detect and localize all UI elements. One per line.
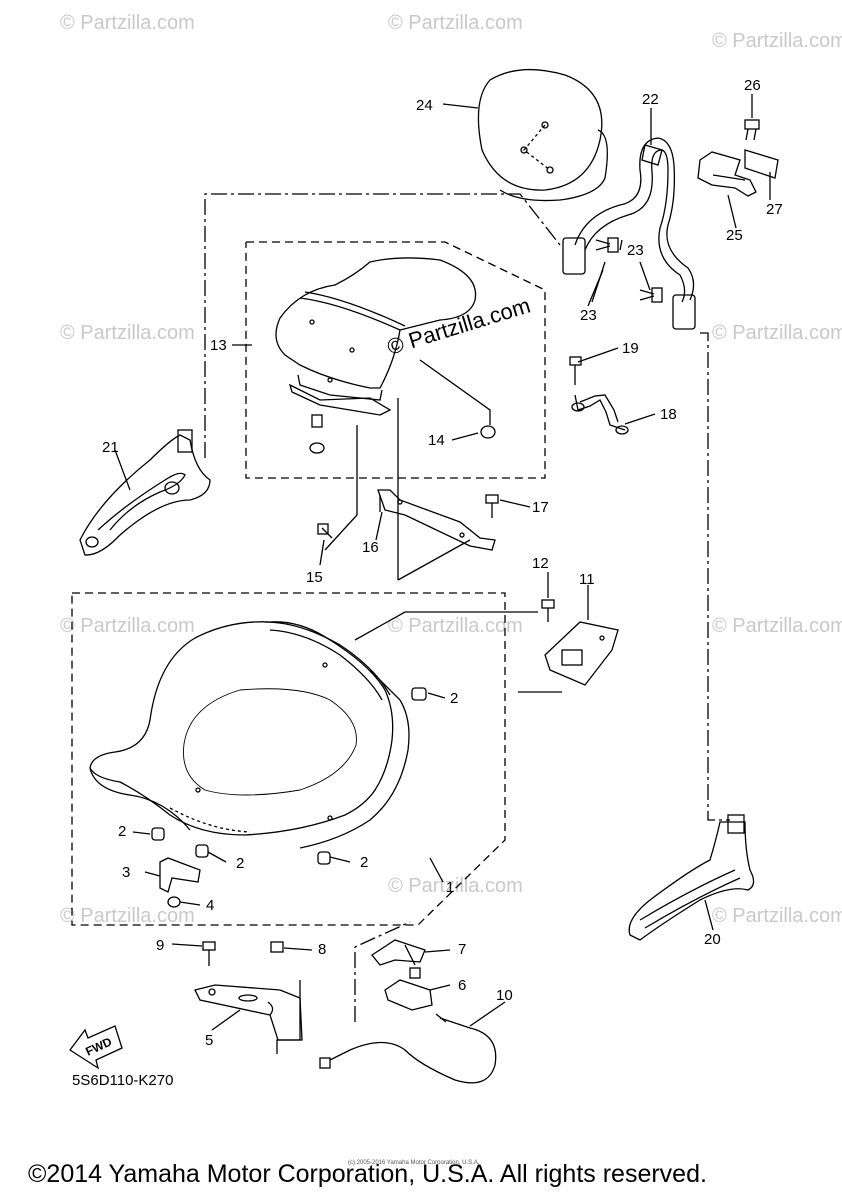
callout-label: 19: [622, 340, 639, 357]
bracket-18: [571, 394, 629, 435]
latch-7: [371, 939, 426, 966]
plate-5: [194, 984, 303, 1041]
bolt-15: [317, 523, 333, 539]
watermark-text: © Partzilla.com: [388, 615, 523, 637]
callout-label: 26: [744, 77, 761, 94]
leader-line: [204, 193, 561, 458]
callout-label: 1: [446, 879, 454, 896]
bolt-12: [541, 599, 555, 622]
watermark-text: © Partzilla.com: [712, 30, 842, 52]
bolt-17: [485, 494, 499, 518]
bolt-23a: [595, 237, 619, 253]
callout-label: 18: [660, 406, 677, 423]
bolt-26: [744, 119, 760, 141]
callout-label: 13: [210, 337, 227, 354]
callout-label: 24: [416, 97, 433, 114]
callout-label: 5: [205, 1032, 213, 1049]
bolt-9: [202, 941, 216, 966]
callout-label: 6: [458, 977, 466, 994]
lock-6: [384, 967, 433, 1011]
callout-label: 2: [236, 855, 244, 872]
bolt-23b: [639, 287, 663, 303]
rubber-pad: [744, 149, 779, 179]
sissy-bar-bracket: [697, 151, 757, 197]
leader-line: [354, 921, 411, 1022]
callout-label: 22: [642, 91, 659, 108]
callout-label: 15: [306, 569, 323, 586]
rear-side-rail: [79, 429, 211, 556]
callout-label: 3: [122, 864, 130, 881]
callout-label: 7: [458, 941, 466, 958]
diagram-code: 5S6D110-K270: [72, 1072, 174, 1089]
bracket-11: [544, 621, 619, 686]
copyright-notice: ©2014 Yamaha Motor Corporation, U.S.A. A…: [28, 1160, 707, 1188]
rider-seat-dashed-box: [71, 592, 506, 926]
callout-label: 9: [156, 937, 164, 954]
fwd-arrow-icon: [69, 1025, 123, 1070]
callout-label: 8: [318, 941, 326, 958]
callout-label: 2: [118, 823, 126, 840]
nut-8: [270, 941, 284, 953]
sissy-bar-frame: [562, 137, 696, 330]
leader-line: [354, 611, 538, 641]
site-label: © Partzilla.com: [384, 293, 533, 360]
callout-label: 14: [428, 432, 445, 449]
leader-line: [700, 332, 730, 821]
bracket-16: [377, 489, 496, 551]
callout-label: 12: [532, 555, 549, 572]
callout-label: 2: [450, 690, 458, 707]
callout-label: 25: [726, 227, 743, 244]
seat-cable: [319, 1013, 497, 1084]
callout-label: 2: [360, 854, 368, 871]
callout-label: 21: [102, 439, 119, 456]
leader-line: [276, 980, 301, 1054]
callout-label: 16: [362, 539, 379, 556]
watermark-text: © Partzilla.com: [388, 12, 523, 34]
watermark-text: © Partzilla.com: [60, 322, 195, 344]
leader-line: [324, 425, 358, 551]
leader-line: [397, 539, 471, 581]
backrest-pad: [477, 68, 608, 202]
tiny-copyright-note: (c) 2005-2016 Yamaha Motor Corporation, …: [348, 1160, 480, 1166]
watermark-text: © Partzilla.com: [712, 615, 842, 637]
watermark-text: © Partzilla.com: [712, 905, 842, 927]
rear-seat: [275, 257, 477, 416]
watermark-text: © Partzilla.com: [60, 905, 195, 927]
callout-label: 11: [579, 571, 595, 588]
watermark-text: © Partzilla.com: [60, 12, 195, 34]
callout-label: 23: [627, 242, 644, 259]
bracket-3: [159, 857, 201, 908]
rear-seat-dashed-box: [245, 241, 546, 479]
leader-line: [419, 359, 491, 425]
callout-label: 27: [766, 201, 783, 218]
watermark-text: © Partzilla.com: [60, 615, 195, 637]
rear-seat-fasteners: [309, 414, 496, 454]
rider-seat: [89, 621, 410, 849]
front-side-rail: [628, 814, 755, 941]
damper-2: [151, 687, 427, 865]
watermark-text: © Partzilla.com: [388, 875, 523, 897]
callout-label: 10: [496, 987, 513, 1004]
callout-label: 20: [704, 931, 721, 948]
watermark-text: © Partzilla.com: [712, 322, 842, 344]
callout-label: 4: [206, 897, 214, 914]
callout-label: 17: [532, 499, 549, 516]
callout-label: 23: [580, 307, 597, 324]
